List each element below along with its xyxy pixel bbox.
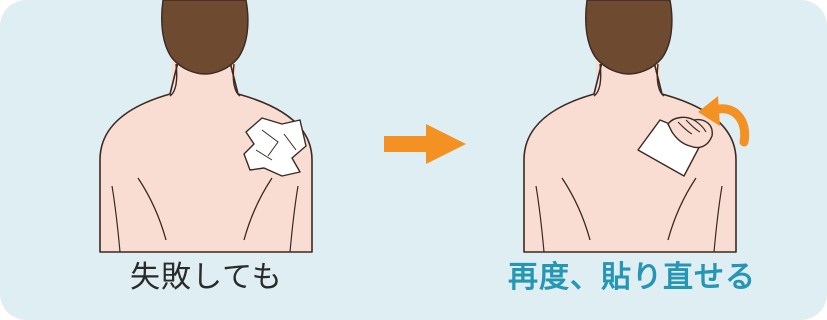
crumpled-patch-icon: [244, 118, 306, 176]
back: [524, 62, 736, 252]
caption-before: 失敗しても: [130, 258, 283, 298]
arrow-right-icon: [384, 124, 466, 164]
figure-before: [100, 0, 312, 252]
caption-after: 再度、貼り直せる: [508, 258, 756, 298]
figure-after: [524, 0, 745, 252]
